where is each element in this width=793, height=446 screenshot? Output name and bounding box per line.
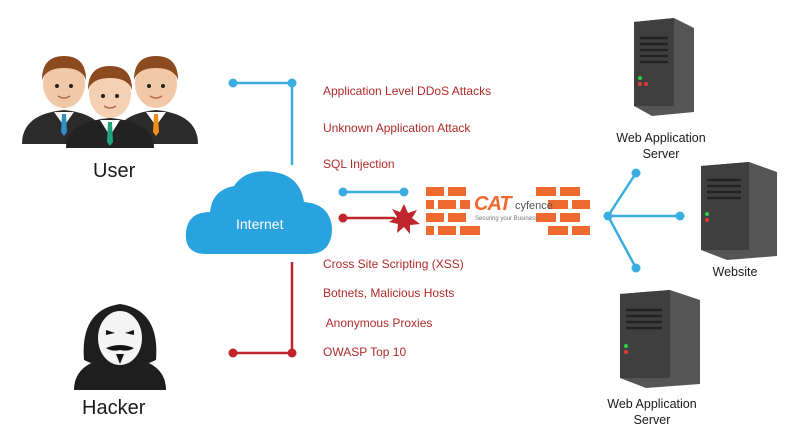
server-bottom-label: Web Application Server xyxy=(607,397,697,427)
server-top-icon xyxy=(634,18,694,116)
brand-cyfence-logo: cyfence xyxy=(515,200,553,212)
user-group-icon xyxy=(22,56,198,148)
threat-ddos: Application Level DDoS Attacks xyxy=(323,84,492,98)
server-top-label: Web Application Server xyxy=(616,131,706,161)
hub-dot xyxy=(603,211,613,221)
threat-botnets: Botnets, Malicious Hosts xyxy=(323,286,455,300)
website-label: Website xyxy=(712,265,758,279)
internet-label: Internet xyxy=(236,216,284,232)
user-line-dot xyxy=(287,78,297,88)
website-server-icon xyxy=(701,162,777,260)
user-internet-line xyxy=(233,81,294,165)
firewall-icon xyxy=(426,187,590,235)
server-link-top xyxy=(606,172,638,217)
attack-burst-icon xyxy=(389,204,420,234)
line-dot xyxy=(675,211,685,221)
hacker-internet-line xyxy=(233,262,294,355)
hacker-line-dot xyxy=(287,348,297,358)
threat-sql-injection: SQL Injection xyxy=(323,157,395,171)
line-dot xyxy=(631,168,641,178)
line-dot xyxy=(338,187,348,197)
line-dot xyxy=(338,213,348,223)
hacker-icon xyxy=(74,304,166,390)
user-label: User xyxy=(93,160,136,182)
threat-owasp: OWASP Top 10 xyxy=(323,345,407,359)
line-dot xyxy=(631,263,641,273)
threat-unknown-app: Unknown Application Attack xyxy=(323,121,471,135)
server-bottom-icon xyxy=(620,290,700,388)
threat-xss: Cross Site Scripting (XSS) xyxy=(323,257,464,271)
line-dot xyxy=(399,187,409,197)
brand-tagline: Securing your Business xyxy=(475,216,539,222)
threat-anonymous-proxies: Anonymous Proxies xyxy=(323,316,433,330)
hacker-line-dot xyxy=(228,348,238,358)
server-link-bottom xyxy=(606,215,638,269)
user-line-dot xyxy=(228,78,238,88)
internet-cloud-icon xyxy=(185,171,332,254)
hacker-label: Hacker xyxy=(82,397,146,419)
brand-cat-logo: CAT xyxy=(474,193,512,215)
